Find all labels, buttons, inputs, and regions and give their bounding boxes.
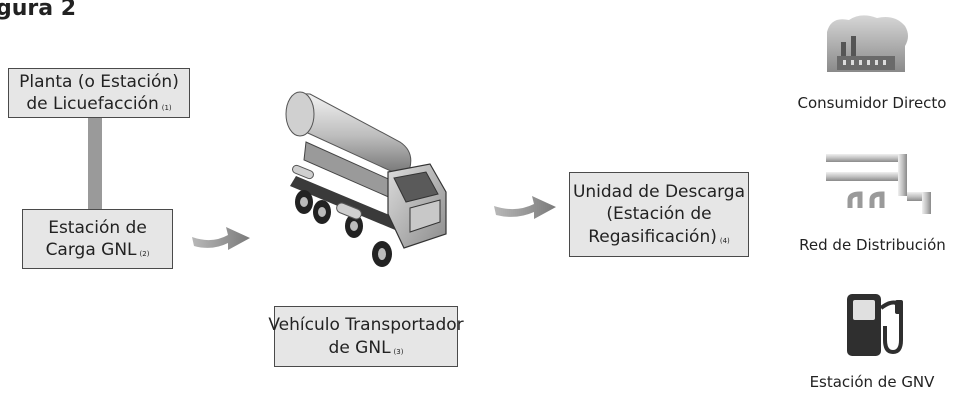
- loading-station-box: Estación de Carga GNL(2): [22, 209, 173, 269]
- vehicle-line-2: de GNL: [328, 337, 391, 358]
- plant-line-1: Planta (o Estación): [19, 71, 179, 92]
- figure-title: gura 2: [0, 0, 77, 21]
- loading-line-1: Estación de: [48, 217, 147, 238]
- vehicle-note: (3): [393, 347, 404, 356]
- consumer-direct-label: Consumidor Directo: [797, 94, 947, 112]
- unloading-unit-box: Unidad de Descarga (Estación de Regasifi…: [569, 172, 749, 257]
- unloading-line-3: Regasificación): [588, 226, 717, 247]
- flow-arrow-1: [192, 227, 250, 250]
- unloading-note: (4): [719, 236, 730, 245]
- loading-line-2: Carga GNL: [45, 240, 137, 260]
- liquefaction-plant-box: Planta (o Estación) de Licuefacción(1): [8, 68, 190, 118]
- gnv-station-label: Estación de GNV: [809, 373, 935, 391]
- factory-icon: [827, 15, 908, 72]
- plant-note: (1): [161, 104, 172, 112]
- pipeline-icon: [826, 154, 931, 214]
- lng-truck-icon: [285, 91, 447, 267]
- fuel-pump-icon: [847, 294, 903, 356]
- loading-note: (2): [139, 250, 150, 258]
- transport-vehicle-box: Vehículo Transportador de GNL(3): [268, 306, 464, 367]
- plant-line-2: de Licuefacción: [26, 94, 159, 114]
- unloading-line-1: Unidad de Descarga: [572, 182, 746, 203]
- flow-arrow-2: [494, 196, 556, 219]
- unloading-line-2: (Estación de: [606, 204, 712, 225]
- vehicle-line-1: Vehículo Transportador: [268, 315, 464, 336]
- plant-to-loading-connector: [88, 117, 102, 211]
- distribution-network-label: Red de Distribución: [799, 236, 946, 254]
